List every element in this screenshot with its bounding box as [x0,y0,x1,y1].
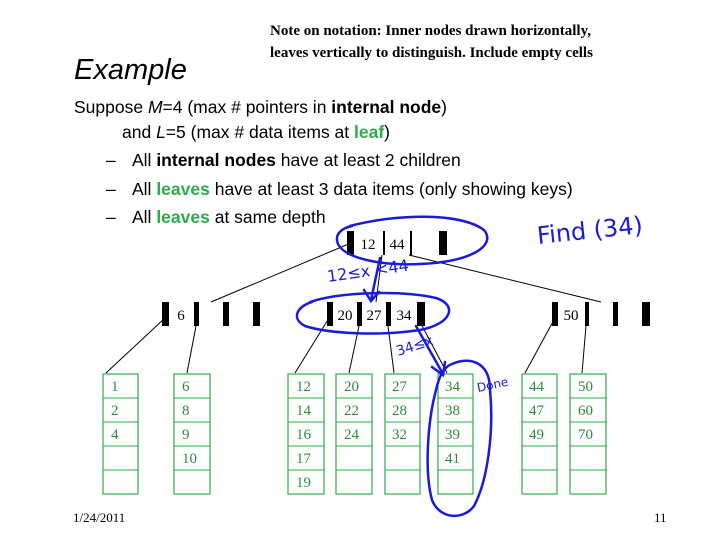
inner-left-key-1: 6 [177,308,185,324]
root-key-2: 44 [390,237,406,253]
find-annotation: Find (34) [536,211,644,250]
bullet-leaf-depth: –All leaves at same depth [106,207,326,227]
leaf-5-key-2: 28 [392,403,407,419]
arrow-down-to-leaf [414,324,445,376]
leaf-2-key-3: 9 [182,427,190,443]
leaf-3: 12 14 16 17 19 [287,373,325,495]
leaf-1-key-2: 2 [111,403,119,419]
leaf-3-key-3: 16 [296,427,312,443]
inner-mid-key-2: 27 [367,308,383,324]
intro-line-1: Suppose M=4 (max # pointers in internal … [74,97,447,117]
leaf-1-key-1: 1 [111,379,119,395]
leaf-6: 34 38 39 41 [437,373,474,495]
inner-mid-key-3: 34 [397,308,413,324]
leaf-8-key-2: 60 [578,403,593,419]
leaf-6-key-1: 34 [445,379,461,395]
footer-date: 1/24/2011 [73,510,126,525]
root-node: 12 44 [347,231,447,255]
leaf-7-key-2: 47 [529,403,545,419]
leaf-6-key-3: 39 [445,427,460,443]
leaf-6-key-4: 41 [445,451,460,467]
leaf-2: 6 8 9 10 [173,373,211,495]
leaf-5: 27 28 32 [384,373,421,495]
leaf-7-key-1: 44 [529,379,545,395]
leaf-2-key-2: 8 [182,403,190,419]
inner-pointers [105,317,587,374]
leaf-6-key-2: 38 [445,403,460,419]
leaf-1-key-3: 4 [111,427,119,443]
leaf-1: 1 2 4 [102,373,139,495]
bullet-leaf-items: –All leaves have at least 3 data items (… [106,179,573,199]
intro-line-2: and L=5 (max # data items at leaf) [122,122,390,142]
leaf-8: 50 60 70 [569,373,607,495]
leaf-3-key-2: 14 [296,403,312,419]
done-annotation: Done [476,375,510,395]
inner-mid-key-1: 20 [338,308,353,324]
leaf-4: 20 22 24 [335,373,373,495]
bullet-internal-children: –All internal nodes have at least 2 chil… [106,150,461,170]
slide-title: Example [74,54,187,86]
leaf-7-key-3: 49 [529,427,544,443]
leaf-8-key-1: 50 [578,379,593,395]
range-annotation-2: 34≤x [394,333,435,360]
range-annotation: 12≤x <44 [326,256,410,286]
middle-node-circle [295,291,451,335]
inner-node-right: 50 [552,302,650,326]
leaf-2-key-4: 10 [182,451,197,467]
leaf-4-key-1: 20 [344,379,359,395]
root-key-1: 12 [361,237,376,253]
ink-annotations [295,215,493,517]
page-number: 11 [654,510,667,525]
leaf-3-key-4: 17 [296,451,312,467]
leaf-3-key-5: 19 [296,475,311,491]
note-line-2: leaves vertically to distinguish. Includ… [270,45,593,61]
note-line-1: Note on notation: Inner nodes drawn hori… [270,23,592,39]
inner-node-middle: 20 27 34 [327,302,425,326]
leaf-5-key-3: 32 [392,427,407,443]
leaf-4-key-2: 22 [344,403,359,419]
leaf-3-key-1: 12 [296,379,311,395]
leaf-circle [426,359,493,517]
leaf-8-key-3: 70 [578,427,593,443]
leaf-5-key-1: 27 [392,379,408,395]
leaf-7: 44 47 49 [521,373,558,495]
notation-note: Note on notation: Inner nodes drawn hori… [270,20,710,64]
inner-node-left: 6 [162,302,260,326]
inner-right-key-1: 50 [564,308,579,324]
leaf-2-key-1: 6 [182,379,190,395]
root-circle [335,215,489,266]
leaf-4-key-3: 24 [344,427,360,443]
